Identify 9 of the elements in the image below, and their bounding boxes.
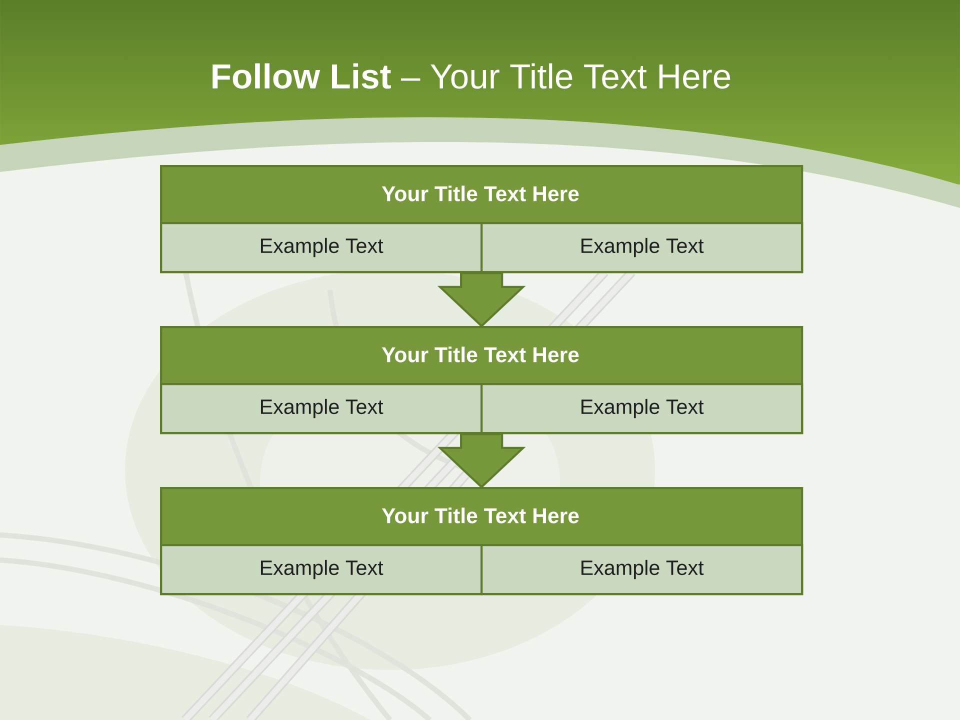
table-cell: Example Text xyxy=(480,382,804,434)
block-arrow xyxy=(437,272,526,328)
block-arrow xyxy=(437,433,526,488)
table-cell: Example Text xyxy=(160,544,483,596)
table-cell: Example Text xyxy=(480,544,804,596)
table-cell: Example Text xyxy=(160,222,483,274)
table-cell: Example Text xyxy=(160,382,483,434)
table-cell: Example Text xyxy=(480,222,804,274)
slide-title: Follow List – Your Title Text Here xyxy=(212,63,730,89)
